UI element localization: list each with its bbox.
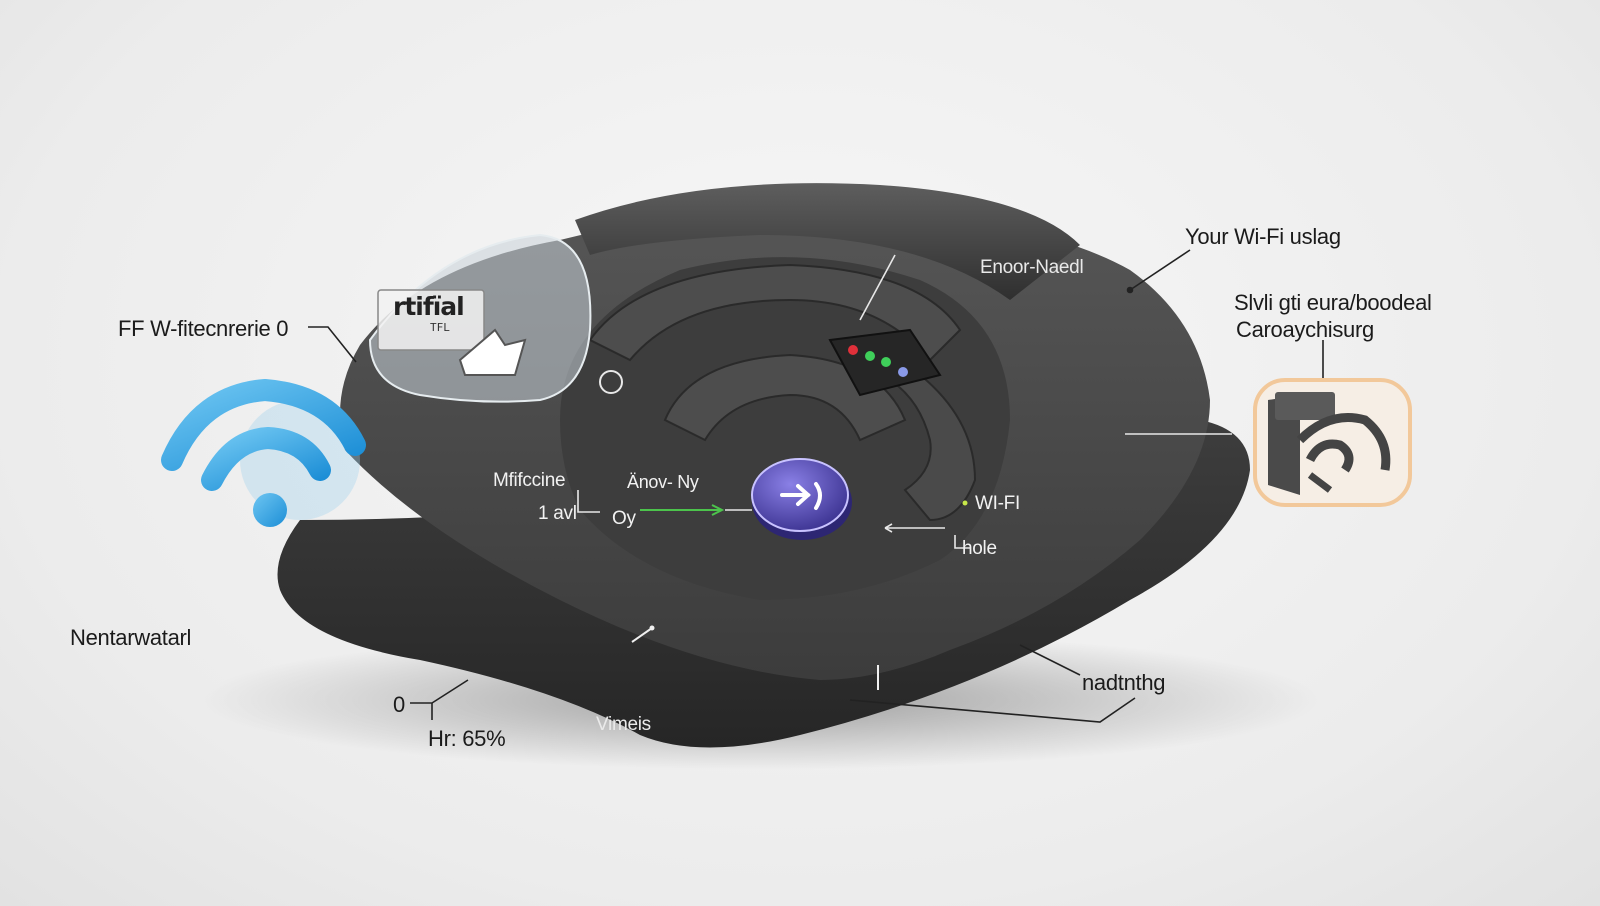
arc-side [888, 358, 977, 522]
led-panel [828, 328, 942, 397]
led-green [865, 351, 875, 361]
led-blue [898, 367, 908, 377]
badge-icon [377, 289, 527, 376]
status-ring [599, 370, 623, 394]
label-top-right: Your Wi-Fi uslag [1185, 224, 1341, 249]
label-mic: Mfifccine [493, 470, 566, 491]
label-any: Änov- Ny [627, 472, 699, 492]
button-arrow-icon [780, 482, 822, 510]
badge-title: rtifïal [393, 292, 465, 321]
led-green-2 [881, 357, 891, 367]
wifi-icon [161, 378, 366, 527]
label-right-desc-2: Caroaychisurg [1236, 317, 1374, 342]
label-hole: hole [962, 538, 997, 559]
callout-lines [308, 249, 1324, 723]
arc-outer [588, 263, 962, 362]
purple-button[interactable] [751, 458, 852, 540]
app-icon [1253, 378, 1412, 507]
label-bottom-mid: Vimeis [596, 714, 651, 735]
label-mic-sub: 1 avl [538, 503, 577, 524]
label-oy: Oy [612, 508, 636, 529]
label-left-upper: FF W-fitecnrerie 0 [118, 316, 289, 341]
badge-sub: TFL [430, 321, 450, 334]
arc-middle [663, 353, 907, 442]
led-red [848, 345, 858, 355]
label-right-desc-1: Slvli gti eura/boodeal [1234, 290, 1432, 315]
device-rim [575, 183, 1080, 300]
label-zero: 0 [393, 692, 405, 717]
label-sensor: Enoor-Naedl [980, 257, 1084, 278]
label-left-lower: Nentarwatarl [70, 625, 192, 650]
label-humidity: Hr: 65% [428, 726, 506, 751]
label-bottom-right: nadtnthg [1082, 670, 1166, 695]
label-wifi: WI-FI [975, 493, 1020, 514]
